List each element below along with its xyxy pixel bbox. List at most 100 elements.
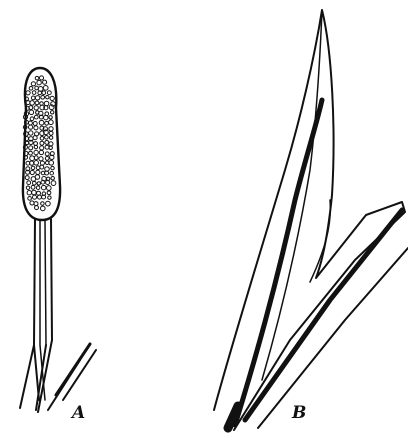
granule [35, 96, 39, 100]
granule [45, 145, 49, 149]
granule [37, 80, 42, 85]
branch-inner-line [310, 200, 330, 282]
granule [33, 121, 37, 125]
granule [34, 202, 38, 206]
granule [34, 115, 38, 119]
granule [36, 166, 40, 170]
granule [35, 206, 39, 210]
granule [49, 146, 52, 149]
granule [46, 177, 49, 180]
granule [32, 91, 36, 95]
granule [49, 142, 53, 146]
stalk-left-outer [34, 219, 39, 400]
granule [42, 91, 46, 95]
granule [40, 161, 44, 165]
granule [29, 131, 33, 135]
granule [34, 142, 38, 146]
granule [34, 161, 39, 166]
granule [31, 185, 35, 189]
granule [30, 170, 34, 174]
granule [41, 185, 46, 190]
granule [50, 171, 54, 175]
panel-label-a: A [70, 403, 85, 423]
granule [45, 121, 49, 125]
granule [49, 127, 53, 131]
granule [26, 91, 30, 95]
granule [44, 115, 49, 120]
granule [39, 120, 44, 125]
granule [39, 150, 43, 154]
granule [27, 181, 31, 185]
granule [40, 141, 44, 145]
granule [28, 197, 32, 201]
granule [46, 201, 51, 206]
granule [40, 146, 44, 150]
granule [45, 157, 49, 161]
granule [49, 116, 52, 119]
stalk-base-left [20, 345, 34, 408]
panel-a-drawing [20, 68, 96, 412]
granule [49, 160, 54, 165]
granule [29, 110, 34, 115]
granule [35, 175, 40, 180]
granule [41, 202, 45, 206]
granule [34, 126, 38, 130]
stalk-right-outer [51, 219, 52, 340]
granule [25, 176, 29, 180]
granule [26, 186, 30, 190]
granule [30, 117, 34, 121]
granule [45, 135, 49, 139]
granule [28, 121, 32, 125]
granule [29, 151, 33, 155]
granule [31, 96, 35, 100]
granule [28, 125, 32, 129]
granule [46, 186, 51, 191]
granule [34, 106, 38, 110]
granule [51, 176, 54, 179]
granule [40, 206, 45, 211]
granule [29, 86, 33, 90]
granule [47, 91, 51, 95]
stalk-right-inner [45, 221, 46, 345]
granule [35, 76, 39, 80]
granule [32, 190, 37, 195]
granule [43, 86, 48, 91]
granule [43, 80, 47, 84]
granule [39, 157, 43, 161]
panel-b-drawing [214, 10, 408, 430]
granule [45, 140, 49, 144]
granule [36, 170, 40, 174]
granule [38, 87, 43, 92]
granule [49, 120, 54, 125]
granule [34, 150, 38, 154]
panel-label-b: B [291, 403, 306, 423]
leaf-outline [214, 10, 405, 430]
granule [27, 190, 31, 194]
granule [39, 76, 43, 80]
granule [30, 156, 35, 161]
granule [41, 95, 45, 99]
granule [30, 201, 34, 205]
granule [33, 181, 37, 185]
granule [36, 186, 40, 190]
granule [50, 111, 53, 114]
granule [31, 166, 35, 170]
granule [38, 195, 42, 199]
granule [44, 101, 49, 106]
granule [37, 191, 41, 195]
granule [49, 131, 53, 135]
granule [40, 165, 44, 169]
granule [46, 180, 50, 184]
granule [49, 136, 52, 139]
granule [51, 166, 54, 169]
granule [50, 96, 54, 100]
granule [30, 101, 35, 106]
granule [35, 101, 39, 105]
granule [48, 196, 51, 199]
granule [47, 191, 51, 195]
granule [31, 82, 35, 86]
granule [37, 182, 40, 185]
granule [45, 152, 49, 156]
granule [29, 146, 33, 150]
